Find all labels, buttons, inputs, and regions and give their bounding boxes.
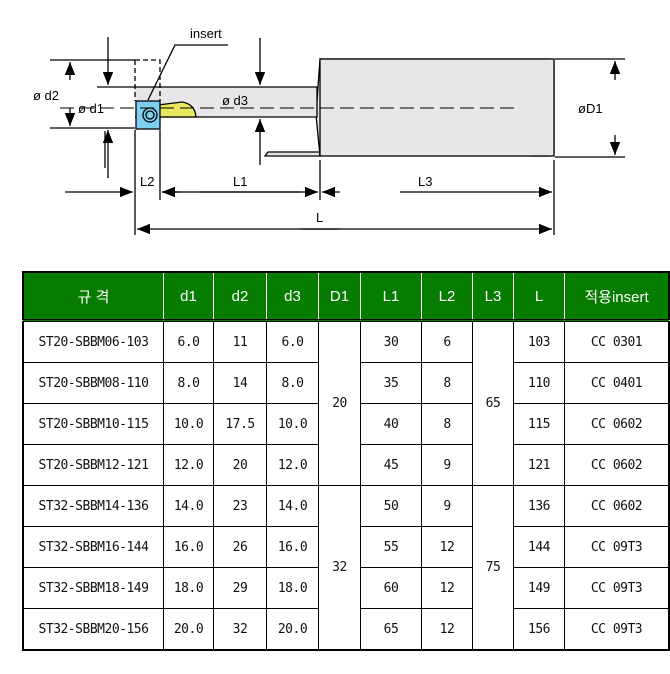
table-cell: CC 0401 (564, 362, 670, 404)
d2-label: ø d2 (33, 88, 59, 103)
L2-label: L2 (140, 174, 154, 189)
column-header: L2 (421, 271, 473, 322)
column-header: d2 (213, 271, 267, 322)
table-cell: 6 (421, 320, 473, 363)
table-cell: ST20-SBBM10-115 (22, 403, 164, 445)
table-cell: CC 09T3 (564, 567, 670, 609)
table-cell: 30 (360, 320, 422, 363)
table-cell: 10.0 (266, 403, 319, 445)
table-cell: ST32-SBBM18-149 (22, 567, 164, 609)
table-cell: 110 (513, 362, 565, 404)
table-cell: 8.0 (163, 362, 214, 404)
table-cell: 20.0 (266, 608, 319, 651)
table-cell: 11 (213, 320, 267, 363)
L3-label: L3 (418, 174, 432, 189)
table-cell: CC 0602 (564, 444, 670, 486)
column-header: 적용insert (564, 271, 670, 322)
table-cell: 8 (421, 403, 473, 445)
table-cell: 16.0 (266, 526, 319, 568)
table-cell: ST32-SBBM16-144 (22, 526, 164, 568)
table-cell: 32 (318, 485, 361, 651)
table-cell: 12.0 (163, 444, 214, 486)
table-cell: 14.0 (163, 485, 214, 527)
tool-dimension-drawing: insert ø d2 ø d1 ø d3 øD1 L2 L1 L3 L (33, 26, 625, 235)
table-cell: 32 (213, 608, 267, 651)
table-cell: 8.0 (266, 362, 319, 404)
table-cell: 6.0 (163, 320, 214, 363)
table-cell: 9 (421, 444, 473, 486)
table-cell: ST20-SBBM06-103 (22, 320, 164, 363)
table-cell: 40 (360, 403, 422, 445)
shank-body (319, 58, 555, 157)
table-cell: 23 (213, 485, 267, 527)
D1-label: øD1 (578, 101, 603, 116)
table-cell: 10.0 (163, 403, 214, 445)
table-cell: 9 (421, 485, 473, 527)
table-cell: 156 (513, 608, 565, 651)
table-cell: 115 (513, 403, 565, 445)
table-cell: 12 (421, 526, 473, 568)
table-cell: 12 (421, 608, 473, 651)
table-cell: ST32-SBBM20-156 (22, 608, 164, 651)
table-cell: 14.0 (266, 485, 319, 527)
table-cell: 65 (472, 320, 514, 486)
table-cell: CC 09T3 (564, 526, 670, 568)
table-cell: ST32-SBBM14-136 (22, 485, 164, 527)
table-cell: 136 (513, 485, 565, 527)
table-cell: 12 (421, 567, 473, 609)
d3-label: ø d3 (222, 93, 248, 108)
table-cell: 20 (213, 444, 267, 486)
table-cell: 60 (360, 567, 422, 609)
table-cell: ST20-SBBM12-121 (22, 444, 164, 486)
insert-icon (135, 100, 161, 130)
table-cell: 8 (421, 362, 473, 404)
table-cell: CC 0602 (564, 403, 670, 445)
table-cell: CC 0301 (564, 320, 670, 363)
column-header: L1 (360, 271, 422, 322)
column-header: d3 (266, 271, 319, 322)
table-cell: 17.5 (213, 403, 267, 445)
table-cell: 144 (513, 526, 565, 568)
table-cell: 20.0 (163, 608, 214, 651)
table-cell: 20 (318, 320, 361, 486)
table-cell: 12.0 (266, 444, 319, 486)
table-cell: 18.0 (266, 567, 319, 609)
table-cell: 103 (513, 320, 565, 363)
table-cell: 26 (213, 526, 267, 568)
table-cell: 6.0 (266, 320, 319, 363)
L1-label: L1 (233, 174, 247, 189)
table-cell: 18.0 (163, 567, 214, 609)
column-header: d1 (163, 271, 214, 322)
insert-label: insert (190, 26, 222, 41)
table-cell: 121 (513, 444, 565, 486)
table-cell: 14 (213, 362, 267, 404)
table-cell: 55 (360, 526, 422, 568)
table-cell: 35 (360, 362, 422, 404)
table-cell: 16.0 (163, 526, 214, 568)
column-header: 규 격 (22, 271, 164, 322)
table-cell: 45 (360, 444, 422, 486)
table-cell: 65 (360, 608, 422, 651)
column-header: L3 (472, 271, 514, 322)
column-header: D1 (318, 271, 361, 322)
table-cell: 75 (472, 485, 514, 651)
table-cell: 29 (213, 567, 267, 609)
table-cell: ST20-SBBM08-110 (22, 362, 164, 404)
table-cell: 50 (360, 485, 422, 527)
L-label: L (316, 210, 323, 225)
table-cell: CC 09T3 (564, 608, 670, 651)
d1-label: ø d1 (78, 101, 104, 116)
table-cell: CC 0602 (564, 485, 670, 527)
table-cell: 149 (513, 567, 565, 609)
column-header: L (513, 271, 565, 322)
